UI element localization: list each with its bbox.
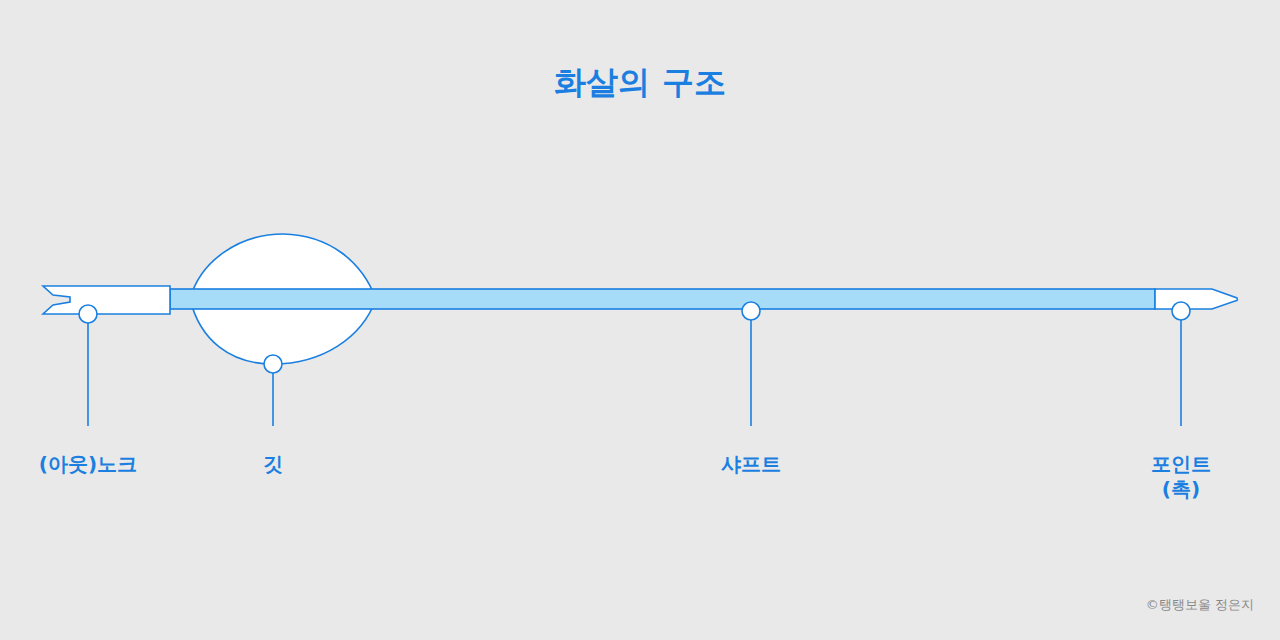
leader-lines	[88, 320, 1181, 426]
callout-dots	[79, 302, 1190, 373]
part-label: (아웃)노크	[8, 452, 168, 477]
nock	[43, 286, 170, 314]
part-label: 샤프트	[681, 452, 821, 477]
copyright-watermark: ©탱탱보울 정은지	[1034, 597, 1254, 613]
point	[1155, 289, 1237, 309]
part-label: 깃	[233, 452, 313, 477]
diagram-title: 화살의 구조	[0, 62, 1280, 102]
part-label: 포인트 (촉)	[1141, 452, 1221, 502]
shaft	[170, 289, 1155, 309]
